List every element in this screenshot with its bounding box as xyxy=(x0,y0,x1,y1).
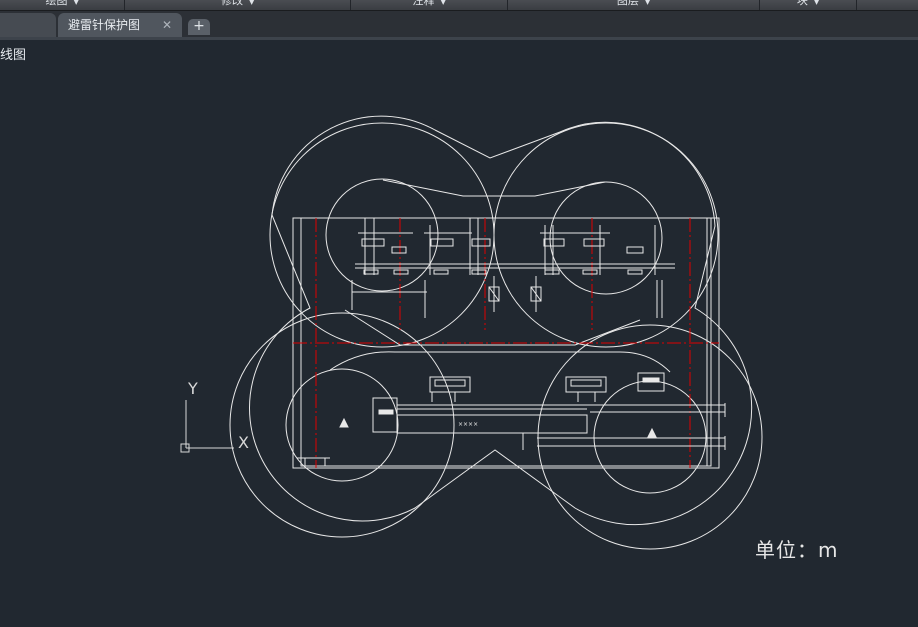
new-tab-button[interactable]: + xyxy=(188,19,210,35)
triangle-down-icon: ▼ xyxy=(813,0,820,6)
equipment-block xyxy=(471,238,491,247)
tab-drawing-active[interactable]: 避雷针保护图 ✕ xyxy=(58,13,182,37)
protection-circle xyxy=(329,351,671,373)
equipment-block xyxy=(543,238,565,247)
protection-circle xyxy=(549,181,663,295)
lightning-protection-drawing xyxy=(229,115,763,550)
protection-circle xyxy=(269,122,495,348)
ucs-axis-icon xyxy=(180,400,234,453)
ribbon-panel-annotation[interactable]: 注释 ▼ xyxy=(351,0,509,10)
triangle-down-icon: ▼ xyxy=(249,0,255,6)
cabinet xyxy=(637,372,665,392)
cabinet xyxy=(570,379,602,387)
equipment-block xyxy=(361,238,385,247)
ribbon-panel-label: 修改 xyxy=(221,0,243,7)
file-tab-bar: 避雷针保护图 ✕ + xyxy=(0,11,918,40)
tab-start[interactable] xyxy=(0,13,56,37)
protection-circle xyxy=(285,368,399,482)
equipment-block xyxy=(582,269,598,275)
close-icon[interactable]: ✕ xyxy=(161,18,172,32)
protection-zone-envelope xyxy=(249,115,753,526)
tab-label: 避雷针保护图 xyxy=(68,18,141,32)
ribbon-panel-layers[interactable]: 图层 ▼ xyxy=(508,0,760,10)
triangle-down-icon: ▼ xyxy=(73,0,79,6)
equipment-block xyxy=(544,269,560,275)
ribbon-panel-block[interactable]: 块▼ xyxy=(760,0,858,10)
equipment-block xyxy=(471,269,487,275)
cabinet xyxy=(434,379,466,387)
cabinet xyxy=(429,376,471,393)
ribbon-panel-draw[interactable]: 绘图 ▼ xyxy=(0,0,126,10)
protection-circle xyxy=(344,309,641,346)
protection-circle xyxy=(382,179,606,197)
substation-boundary xyxy=(300,217,712,467)
viewport-view-label[interactable]: 线图 xyxy=(0,48,27,63)
ucs-y-label: Y xyxy=(187,379,198,398)
transformer-body xyxy=(378,409,394,415)
ribbon-panel-label: 绘图 xyxy=(45,0,68,7)
ribbon-panel-label: 注释 xyxy=(412,0,435,7)
equipment-block xyxy=(393,269,409,275)
triangle-down-icon: ▼ xyxy=(644,0,651,6)
equipment-block xyxy=(583,238,605,247)
protection-circle xyxy=(229,312,455,538)
ribbon-panel-modify[interactable]: 修改 ▼ xyxy=(125,0,352,10)
ucs-origin xyxy=(180,443,190,453)
cabinet-body xyxy=(642,377,660,383)
cabinet xyxy=(565,376,607,393)
ribbon-panel-bar: 绘图▼ 修改▼ 注释▼ 图层▼ 块▼ xyxy=(0,0,918,11)
lower-equipment xyxy=(372,372,726,450)
equipment-block xyxy=(430,238,454,247)
equipment-block xyxy=(627,269,643,275)
equipment-block xyxy=(391,246,407,254)
protection-circle xyxy=(493,122,719,348)
unit-label: 单位：m xyxy=(755,538,839,562)
protection-circle xyxy=(325,178,439,292)
equipment-block xyxy=(363,269,379,275)
lightning-rod-triangle-icon xyxy=(647,427,657,438)
protection-circle xyxy=(537,324,763,550)
equipment-label: ×××× xyxy=(458,421,478,428)
ucs-x-label: X xyxy=(238,433,249,452)
triangle-down-icon: ▼ xyxy=(440,0,446,6)
bay-equipment xyxy=(358,218,656,275)
equipment-block xyxy=(626,246,644,254)
equipment-block xyxy=(433,269,449,275)
lightning-rod-triangle-icon xyxy=(339,417,349,428)
ribbon-panel-label: 块 xyxy=(796,0,808,7)
ribbon-panel-label: 图层 xyxy=(616,0,639,7)
cable-duct xyxy=(396,414,588,434)
middle-equipment xyxy=(351,276,663,318)
